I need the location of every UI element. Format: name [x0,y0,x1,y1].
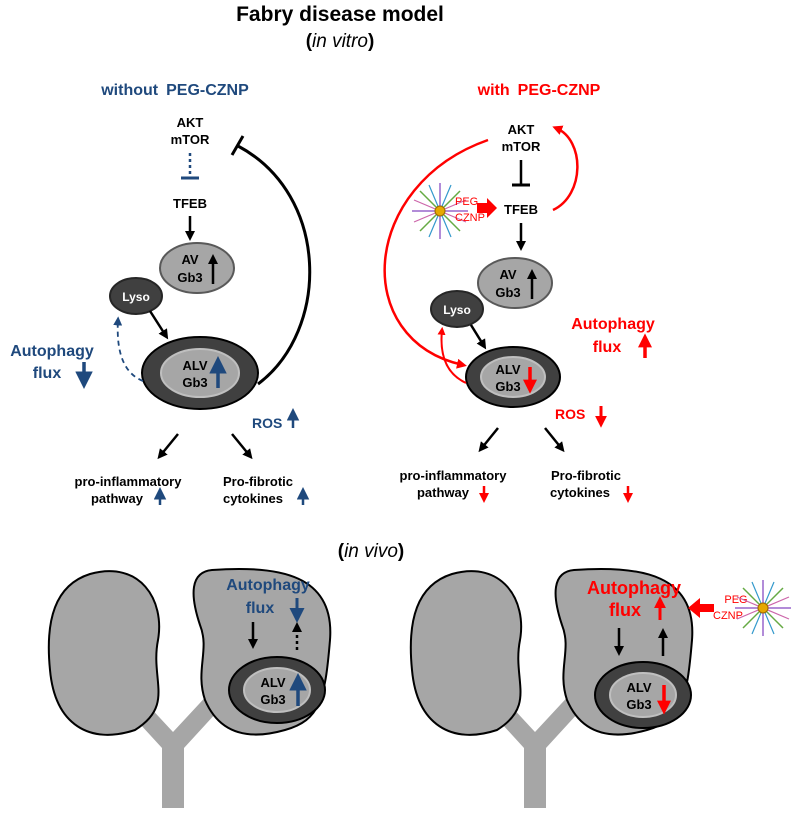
right-arrow-fib [544,427,565,453]
invivo-left-kidney-left [47,570,161,736]
right-red-return [437,326,467,384]
right-ros: ROS [555,406,585,422]
right-red-feedback [552,125,579,212]
invivo-right-alv-gb3: Gb3 [626,697,651,712]
invivo-right-kidney-left [409,570,523,736]
right-akt: AKT [508,122,535,137]
left-mtor: mTOR [171,132,210,147]
left-dashed-return [113,316,144,382]
invivo-left-flux: flux [246,600,275,617]
invivo-left-alv-label: ALV [260,675,285,690]
right-alv-label: ALV [495,362,520,377]
invivo-right-flux: flux [609,600,641,620]
left-av-label: AV [181,252,198,267]
right-nano-peg: PEG [455,196,478,208]
left-av [159,242,235,294]
invivo-left-autophagy: Autophagy [226,577,310,594]
left-arrow-lyso-alv [148,310,169,340]
left-flux: flux [33,365,62,382]
diagram-subtitle: (in vitro) [306,31,375,52]
right-alv-gb3: Gb3 [495,379,520,394]
invivo-right-alv-label: ALV [626,680,651,695]
right-nano-cznp: CZNP [455,212,485,224]
left-alv-gb3: Gb3 [182,375,207,390]
right-flux: flux [593,339,622,356]
right-arrow-lyso-alv [469,324,487,350]
left-lyso-label: Lyso [122,290,150,304]
right-av-label: AV [499,267,516,282]
right-inflam-line2: pathway [417,485,470,500]
right-arrow-inflam [478,427,499,453]
invivo-left-alv-gb3: Gb3 [260,692,285,707]
invivo-nano-cznp: CZNP [713,610,743,622]
invivo-nano-block-arrow [688,598,714,618]
invivo-nanoparticle-icon [734,579,792,637]
invivo-right-autophagy: Autophagy [587,578,681,598]
left-inflam-line1: pro-inflammatory [75,474,183,489]
right-red-big-curve [383,138,489,369]
left-feedback-curve [237,144,312,386]
left-tfeb: TFEB [173,196,207,211]
left-arrow-inflam [157,433,179,460]
right-lyso [430,290,484,328]
left-fib-line2: cytokines [223,491,283,506]
right-inflam-line1: pro-inflammatory [400,468,508,483]
right-fib-line2: cytokines [550,485,610,500]
left-feedback-bar [230,135,245,156]
left-fib-line1: Pro-fibrotic [223,474,293,489]
left-inflam-line2: pathway [91,491,144,506]
right-nano-block-arrow [477,198,497,218]
diagram-title: Fabry disease model [236,3,444,26]
right-av-gb3: Gb3 [495,285,520,300]
left-alv-label: ALV [182,358,207,373]
right-lyso-label: Lyso [443,303,471,317]
right-nanoparticle-icon [411,182,469,240]
right-autophagy: Autophagy [571,316,655,333]
right-tfeb: TFEB [504,202,538,217]
left-arrow-fib [231,433,253,460]
left-lyso [109,277,163,315]
right-fib-line1: Pro-fibrotic [551,468,621,483]
right-av [477,257,553,309]
invivo-nano-peg: PEG [724,594,747,606]
right-mtor: mTOR [502,139,541,154]
left-ros: ROS [252,415,282,431]
left-autophagy: Autophagy [10,343,94,360]
invivo-label: (in vivo) [338,541,405,562]
left-akt: AKT [177,115,204,130]
left-av-gb3: Gb3 [177,270,202,285]
